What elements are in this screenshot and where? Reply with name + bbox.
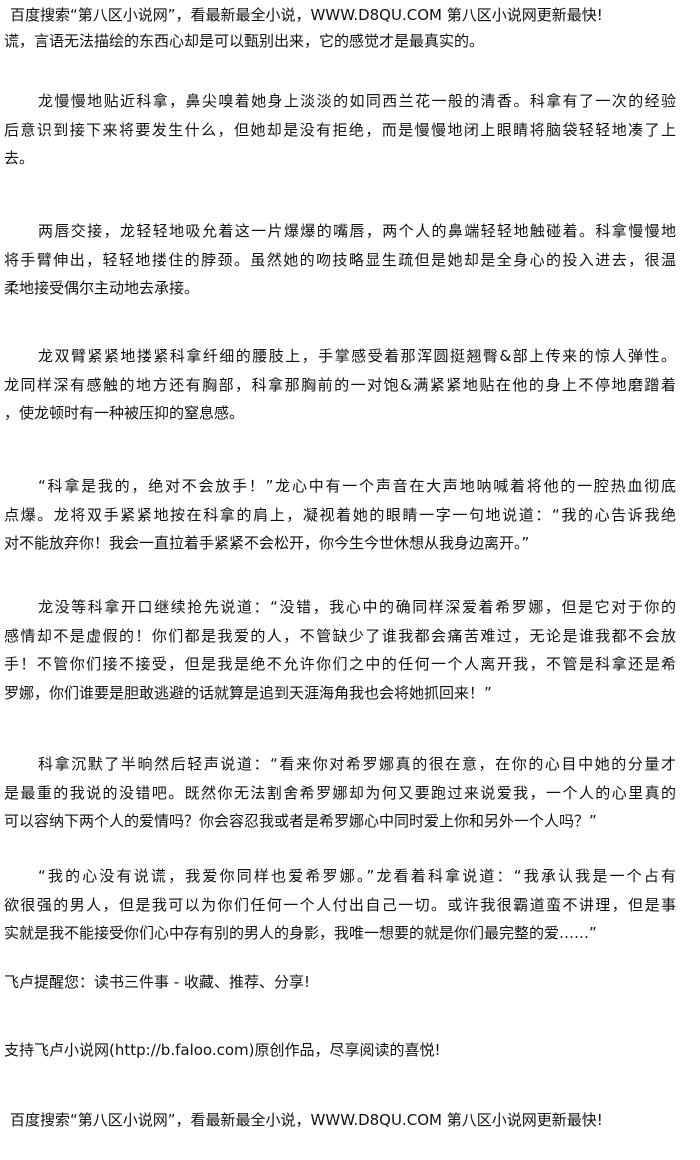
paragraph: 龙慢慢地贴近科拿，鼻尖嗅着她身上淡淡的如同西兰花一般的清香。科拿有了一次的经验后… <box>4 87 676 173</box>
intro-line: 谎，言语无法描绘的东西心却是可以甄别出来，它的感觉才是最真实的。 <box>4 32 485 50</box>
faloo-support: 支持飞卢小说网(http://b.faloo.com)原创作品，尽享阅读的喜悦! <box>4 1041 441 1059</box>
paragraph: 龙双臂紧紧地搂紧科拿纤细的腰肢上，手掌感受着那浑圆挺翘臀&部上传来的惊人弹性。龙… <box>4 342 676 428</box>
paragraph-line: 科拿沉默了半晌然后轻声说道：“看来你对希罗娜真的很在意，在你的心目中她的分量才 <box>38 755 676 773</box>
paragraph-line: 感情却不是虚假的！你们都是我爱的人，不管缺少了谁我都会痛苦难过，无论是谁我都不会… <box>4 626 676 645</box>
paragraph-line: 龙同样深有感触的地方还有胸部，科拿那胸前的一对饱&满紧紧地贴在他的身上不停地磨蹭… <box>4 375 676 394</box>
paragraph-line: 后意识到接下来将要发生什么，但她却是没有拒绝，而是慢慢地闭上眼睛将脑袋轻轻地凑了… <box>4 120 676 139</box>
paragraph-line: 手！不管你们接不接受，但是我是绝不允许你们之中的任何一个人离开我，不管是科拿还是… <box>4 655 676 673</box>
paragraph-line: 柔地接受偶尔主动地去承接。 <box>4 279 200 297</box>
paragraph-line: 是最重的我说的没错吧。既然你无法割舍希罗娜却为何又要跑过来说爱我，一个人的心里真… <box>4 783 676 802</box>
paragraph-line: 罗娜，你们谁要是胆敢逃避的话就算是追到天涯海角我也会将她抓回来！” <box>4 683 492 702</box>
paragraph-line: 龙双臂紧紧地搂紧科拿纤细的腰肢上，手掌感受着那浑圆挺翘臀&部上传来的惊人弹性。 <box>38 347 676 365</box>
footer-notice: 百度搜索“第八区小说网”，看最新最全小说，WWW.D8QU.COM 第八区小说网… <box>10 1111 603 1129</box>
paragraph-line: ，使龙顿时有一种被压抑的窒息感。 <box>4 404 245 422</box>
paragraph-line: 对不能放弃你！我会一直拉着手紧紧不会松开，你今生今世休想从我身边离开。” <box>4 534 530 552</box>
paragraph-line: 可以容纳下两个人的爱情吗？你会容忍我或者是希罗娜心中同时爱上你和另外一个人吗？” <box>4 812 597 830</box>
paragraph: 两唇交接，龙轻轻地吸允着这一片爆爆的嘴唇，两个人的鼻端轻轻地触碰着。科拿慢慢地将… <box>4 217 676 303</box>
paragraph-line: 点爆。龙将双手紧紧地按在科拿的肩上，凝视着她的眼睛一字一句地说道：“我的心告诉我… <box>4 505 676 524</box>
paragraph-line: 欲很强的男人，但是我可以为你们任何一个人付出自己一切。或许我很霸道蛮不讲理，但是… <box>4 895 676 914</box>
paragraph: 科拿沉默了半晌然后轻声说道：“看来你对希罗娜真的很在意，在你的心目中她的分量才是… <box>4 750 676 836</box>
paragraph-line: 两唇交接，龙轻轻地吸允着这一片爆爆的嘴唇，两个人的鼻端轻轻地触碰着。科拿慢慢地 <box>38 222 676 240</box>
paragraph-line: 实就是我不能接受你们心中存有别的男人的身影，我唯一想要的就是你们最完整的爱……” <box>4 924 597 942</box>
paragraph-line: 龙慢慢地贴近科拿，鼻尖嗅着她身上淡淡的如同西兰花一般的清香。科拿有了一次的经验 <box>38 92 676 110</box>
paragraph: 龙没等科拿开口继续抢先说道：“没错，我心中的确同样深爱着希罗娜，但是它对于你的感… <box>4 593 676 707</box>
paragraph: “我的心没有说谎，我爱你同样也爱希罗娜。”龙看着科拿说道：“我承认我是一个占有欲… <box>4 862 676 948</box>
paragraph-line: 将手臂伸出，轻轻地搂住的脖颈。虽然她的吻技略显生疏但是她却是全身心的投入进去，很… <box>4 250 676 269</box>
paragraph-line: 去。 <box>4 149 35 167</box>
faloo-reminder: 飞卢提醒您：读书三件事 - 收藏、推荐、分享! <box>4 973 310 991</box>
paragraph: “科拿是我的，绝对不会放手！”龙心中有一个声音在大声地呐喊着将他的一腔热血彻底点… <box>4 472 676 558</box>
paragraph-line: 龙没等科拿开口继续抢先说道：“没错，我心中的确同样深爱着希罗娜，但是它对于你的 <box>38 598 676 616</box>
header-notice: 百度搜索“第八区小说网”，看最新最全小说，WWW.D8QU.COM 第八区小说网… <box>10 6 603 24</box>
paragraph-line: “科拿是我的，绝对不会放手！”龙心中有一个声音在大声地呐喊着将他的一腔热血彻底 <box>38 477 676 495</box>
paragraph-line: “我的心没有说谎，我爱你同样也爱希罗娜。”龙看着科拿说道：“我承认我是一个占有 <box>38 867 676 885</box>
